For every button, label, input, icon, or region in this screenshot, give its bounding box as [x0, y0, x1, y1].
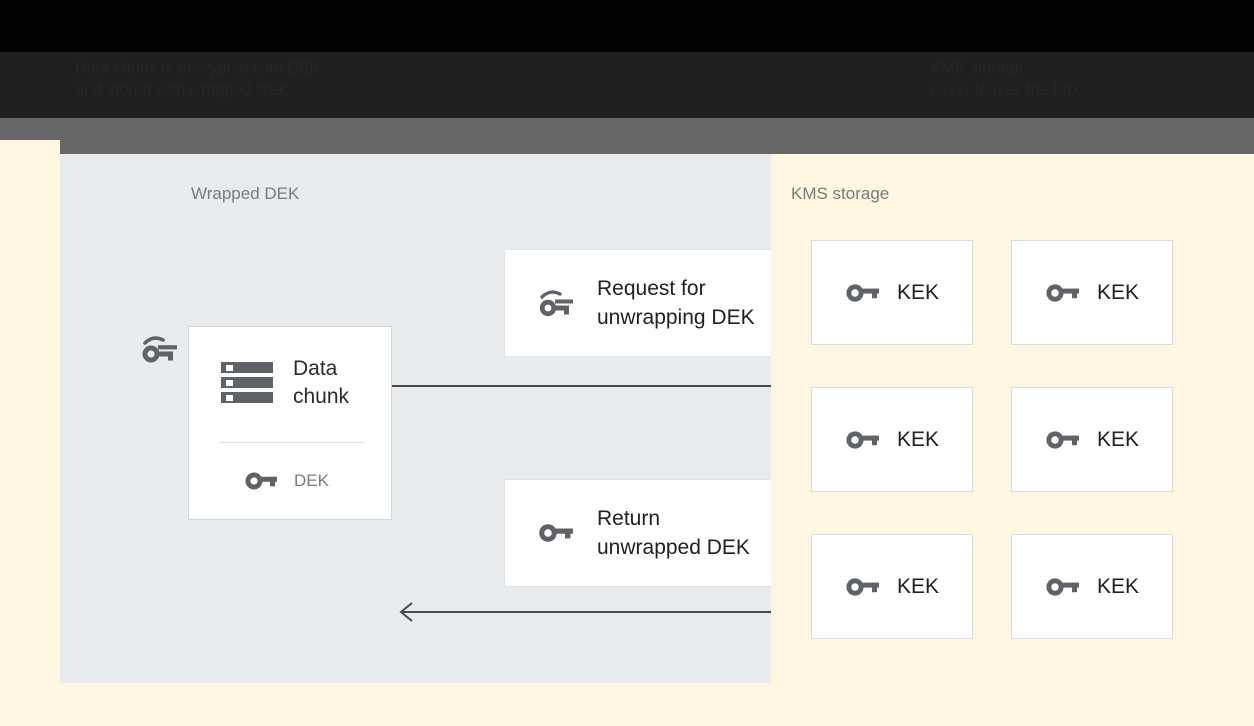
- kms-storage-title: KMS storage: [791, 184, 890, 203]
- kek-label: KEK: [896, 427, 940, 451]
- server-stack-icon: [219, 360, 275, 406]
- header-band: Data chunk is encrypted with DEK and sto…: [0, 52, 1254, 118]
- request-card-label: Request for unwrapping DEK: [597, 277, 755, 329]
- kek-box[interactable]: KEK: [1011, 240, 1173, 345]
- gray-toolbar: [0, 118, 1254, 154]
- diagram-stage: Wrapped DEK: [0, 154, 1254, 726]
- data-chunk-label: Data chunk: [293, 357, 350, 408]
- header-right-caption: KMS storage never leaves the box: [930, 60, 1080, 99]
- return-card-label: Return unwrapped DEK: [597, 507, 750, 559]
- kek-box[interactable]: KEK: [811, 387, 973, 492]
- kek-label: KEK: [896, 280, 940, 304]
- arrow-to-kms: [392, 377, 832, 395]
- wrapped-dek-title: Wrapped DEK: [191, 184, 300, 203]
- kms-storage-panel: KMS storage KEK: [771, 154, 1254, 683]
- key-icon: [845, 280, 881, 306]
- return-unwrapped-card[interactable]: Return unwrapped DEK: [504, 479, 789, 587]
- arrow-from-kms: [399, 602, 832, 622]
- kek-box[interactable]: KEK: [1011, 534, 1173, 639]
- kek-box[interactable]: KEK: [811, 534, 973, 639]
- return-card-inner: Return unwrapped DEK: [537, 504, 750, 562]
- request-card-inner: Request for unwrapping DEK: [537, 274, 755, 332]
- kek-label: KEK: [1096, 574, 1140, 598]
- top-black-bar: [0, 0, 1254, 52]
- wrapped-key-icon: [139, 334, 179, 364]
- key-icon: [1045, 280, 1081, 306]
- header-left-caption: Data chunk is encrypted with DEK and sto…: [75, 60, 321, 99]
- data-chunk-divider: [219, 442, 364, 443]
- key-icon: [845, 427, 881, 453]
- key-icon: [1045, 574, 1081, 600]
- request-unwrapping-card[interactable]: Request for unwrapping DEK: [504, 249, 789, 357]
- key-icon: [537, 518, 577, 548]
- data-chunk-row: Data chunk: [219, 355, 349, 411]
- client-panel: Wrapped DEK: [60, 154, 832, 683]
- kek-label: KEK: [1096, 280, 1140, 304]
- kek-grid: KEK KEK: [811, 240, 1173, 639]
- key-icon: [1045, 427, 1081, 453]
- key-icon: [244, 469, 278, 493]
- kek-box[interactable]: KEK: [1011, 387, 1173, 492]
- dek-row: DEK: [244, 469, 329, 493]
- data-chunk-card[interactable]: Data chunk DEK: [188, 326, 392, 520]
- key-icon: [845, 574, 881, 600]
- kek-box[interactable]: KEK: [811, 240, 973, 345]
- kek-label: KEK: [1096, 427, 1140, 451]
- dek-label: DEK: [294, 471, 329, 490]
- wrapped-key-icon: [537, 286, 577, 320]
- toolbar-cream-notch: [0, 140, 60, 154]
- kek-label: KEK: [896, 574, 940, 598]
